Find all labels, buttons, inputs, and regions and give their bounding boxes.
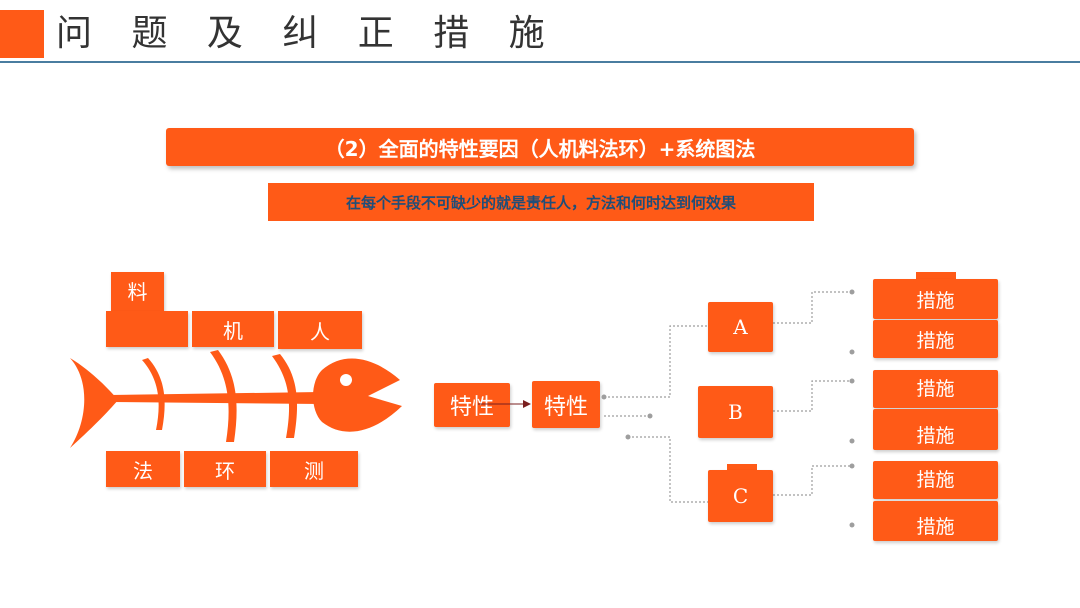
label-ji: 机: [192, 311, 274, 347]
page-title: 问 题 及 纠 正 措 施: [56, 13, 559, 54]
connector-a-measures: [773, 291, 852, 324]
fish-rib-2: [210, 350, 237, 442]
characteristic-box-1: 特性: [434, 383, 510, 427]
measure-box-c2: 措施: [873, 501, 998, 541]
branch-box-c: C: [708, 470, 773, 522]
branch-box-b: B: [698, 386, 773, 438]
label-ren: 人: [278, 311, 362, 349]
measure-box-b1: 措施: [873, 370, 998, 408]
connector-b-measures: [773, 380, 852, 412]
fish-head: [313, 358, 402, 432]
connector-dot: [849, 438, 855, 444]
fishbone-graphic: [70, 350, 402, 448]
primary-banner: （2）全面的特性要因（人机料法环）+系统图法: [166, 128, 914, 166]
connector-dot: [625, 434, 631, 440]
label-huan: 环: [184, 451, 266, 487]
label-liao-text: 料: [127, 280, 148, 304]
label-ce-text: 测: [304, 458, 324, 483]
characteristic-box-2: 特性: [532, 381, 600, 428]
branch-box-a: A: [708, 302, 773, 352]
label-huan-text: 环: [215, 458, 235, 483]
connector-to-a: [604, 325, 708, 398]
fish-tail: [70, 358, 118, 448]
label-base-left: [106, 311, 188, 347]
connector-c-measures: [773, 465, 852, 496]
label-liao: 料: [111, 272, 164, 312]
label-ren-text: 人: [310, 319, 330, 344]
measure-box-a1: 措施: [873, 279, 998, 319]
label-ce: 测: [270, 451, 358, 487]
branch-c-notch: [727, 464, 757, 472]
title-accent-square: [0, 10, 44, 58]
label-ji-text: 机: [223, 318, 243, 343]
connector-dot: [849, 289, 855, 295]
connector-dot: [849, 522, 855, 528]
fish-rib-1: [142, 358, 165, 430]
connector-dot: [849, 378, 855, 384]
connector-dot: [647, 413, 653, 419]
label-fa: 法: [106, 451, 180, 487]
secondary-banner: 在每个手段不可缺少的就是责任人，方法和何时达到何效果: [268, 183, 814, 221]
connector-dot: [601, 394, 607, 400]
measure-a1-notch: [916, 272, 956, 280]
measure-box-c1: 措施: [873, 461, 998, 499]
fish-eye: [340, 374, 352, 386]
measure-box-b2: 措施: [873, 409, 998, 450]
label-fa-text: 法: [133, 458, 153, 483]
connector-dot: [849, 463, 855, 469]
connector-to-c: [628, 436, 708, 503]
fish-rib-3: [272, 354, 298, 438]
connector-dot: [849, 349, 855, 355]
measure-box-a2: 措施: [873, 320, 998, 358]
title-divider: [0, 61, 1080, 63]
